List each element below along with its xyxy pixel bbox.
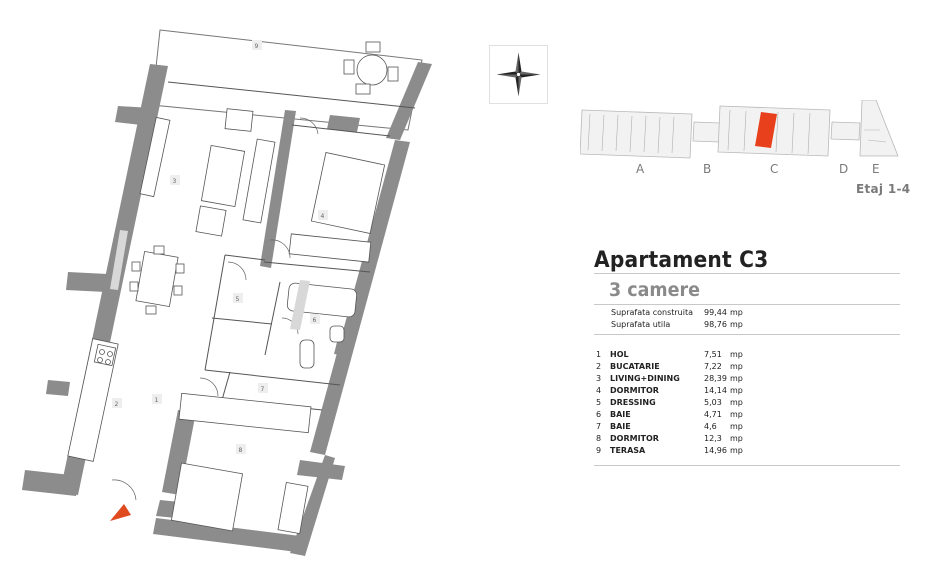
room-name: LIVING+DINING <box>610 374 680 383</box>
room-area: 7,51 <box>704 350 722 359</box>
room-unit: mp <box>730 446 743 455</box>
room-number: 5 <box>596 398 602 407</box>
room-number: 2 <box>596 362 602 371</box>
room-name: BUCATARIE <box>610 362 660 371</box>
room-name: DORMITOR <box>610 434 659 443</box>
room-name: DORMITOR <box>610 386 659 395</box>
section-label-e: E <box>872 162 880 176</box>
rooms-count: 3 camere <box>609 279 700 301</box>
divider <box>594 465 900 466</box>
floor-plan: 3 4 5 6 7 1 2 8 9 <box>22 29 432 556</box>
room-label-8: 8 <box>239 447 243 454</box>
room-label-2: 2 <box>115 401 119 408</box>
room-unit: mp <box>730 398 743 407</box>
room-name: BAIE <box>610 410 631 419</box>
section-label-a: A <box>636 162 645 176</box>
room-unit: mp <box>730 362 743 371</box>
room-number: 1 <box>596 350 602 359</box>
floor-label: Etaj 1-4 <box>856 182 911 196</box>
room-unit: mp <box>730 386 743 395</box>
living-furniture <box>129 108 276 315</box>
bedroom-8-furniture <box>170 392 312 535</box>
terrace-table-icon <box>343 41 399 95</box>
room-name: TERASA <box>610 446 646 455</box>
section-label-b: B <box>703 162 712 176</box>
area-label: Suprafata utila <box>611 320 671 329</box>
room-number: 4 <box>596 386 602 395</box>
room-area: 14,14 <box>704 386 727 395</box>
area-unit: mp <box>730 320 743 329</box>
room-number: 7 <box>596 422 602 431</box>
room-area: 14,96 <box>704 446 727 455</box>
room-area: 4,6 <box>704 422 717 431</box>
room-label-6: 6 <box>313 317 317 324</box>
bedroom-4-furniture <box>288 152 386 263</box>
area-label: Suprafata construita <box>611 308 694 317</box>
room-area: 7,22 <box>704 362 722 371</box>
divider <box>594 273 900 274</box>
facade-bands <box>110 230 310 330</box>
entrance-marker-icon <box>110 504 131 521</box>
section-label-d: D <box>839 162 849 176</box>
area-value: 99,44 <box>704 308 727 317</box>
room-unit: mp <box>730 434 743 443</box>
room-name: DRESSING <box>610 398 656 407</box>
room-number: 9 <box>596 446 602 455</box>
room-area: 4,71 <box>704 410 722 419</box>
divider <box>594 304 900 305</box>
room-name: BAIE <box>610 422 631 431</box>
room-label-1: 1 <box>155 397 159 404</box>
room-unit: mp <box>730 350 743 359</box>
room-number: 6 <box>596 410 602 419</box>
room-area: 28,39 <box>704 374 727 383</box>
room-area: 12,3 <box>704 434 722 443</box>
room-unit: mp <box>730 422 743 431</box>
room-label-5: 5 <box>236 296 240 303</box>
apartment-highlight <box>755 112 777 148</box>
room-label-7: 7 <box>261 386 265 393</box>
room-label-3: 3 <box>173 178 177 185</box>
area-unit: mp <box>730 308 743 317</box>
kitchen-furniture <box>67 338 119 462</box>
room-number: 8 <box>596 434 602 443</box>
room-unit: mp <box>730 374 743 383</box>
room-label-9: 9 <box>255 43 259 50</box>
section-label-c: C <box>770 162 779 176</box>
divider <box>594 334 900 335</box>
room-name: HOL <box>610 350 629 359</box>
area-value: 98,76 <box>704 320 727 329</box>
room-unit: mp <box>730 410 743 419</box>
room-area: 5,03 <box>704 398 722 407</box>
apartment-title: Apartament C3 <box>594 248 769 273</box>
room-number-labels: 3 4 5 6 7 1 2 8 9 <box>112 40 328 454</box>
compass-rose-icon <box>489 45 548 104</box>
room-label-4: 4 <box>321 213 325 220</box>
room-number: 3 <box>596 374 602 383</box>
